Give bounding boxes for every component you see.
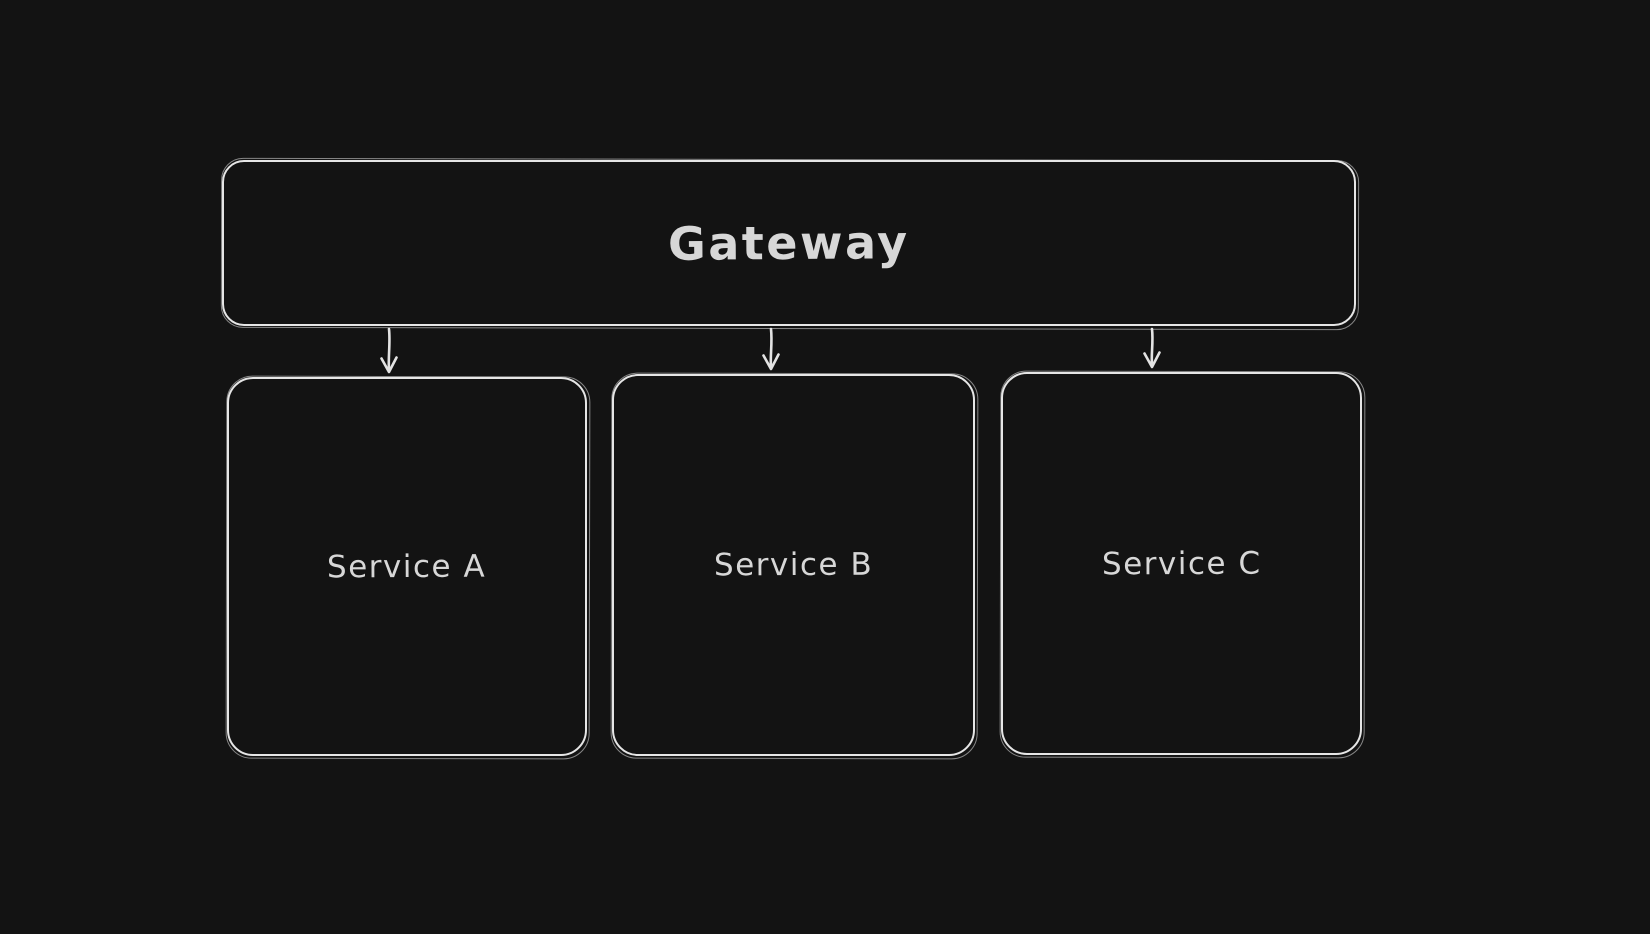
arrow-gateway-to-service-a[interactable] xyxy=(380,327,398,374)
arrow-gateway-to-service-c[interactable] xyxy=(1143,327,1161,369)
service-c-label: Service C xyxy=(1101,545,1262,582)
node-service-c[interactable]: Service C xyxy=(1001,372,1362,755)
node-service-b[interactable]: Service B xyxy=(612,374,975,756)
node-service-a[interactable]: Service A xyxy=(227,377,587,756)
arrow-gateway-to-service-b[interactable] xyxy=(762,327,780,371)
node-gateway[interactable]: Gateway xyxy=(222,160,1356,326)
service-b-label: Service B xyxy=(713,546,874,584)
service-a-label: Service A xyxy=(327,548,487,585)
